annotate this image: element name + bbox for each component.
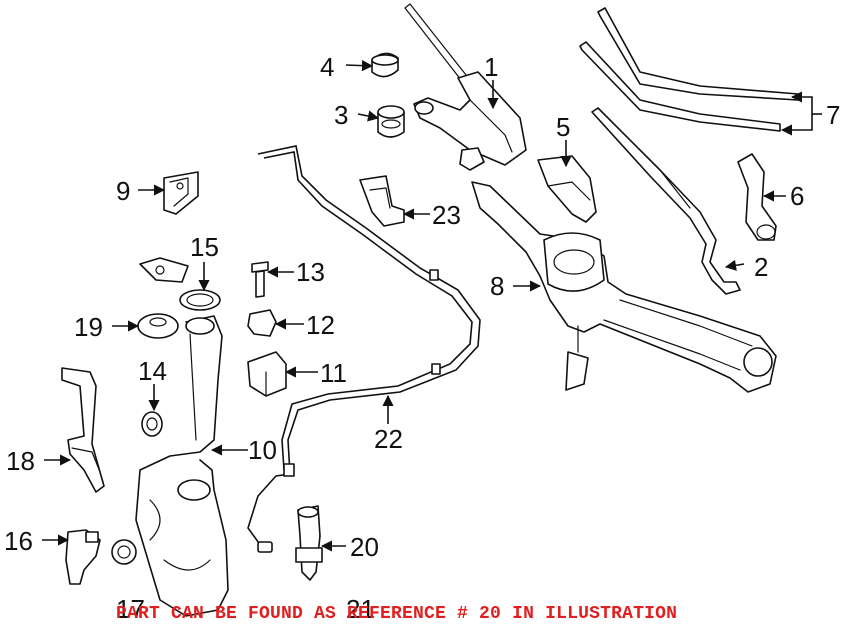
part-5-cover	[537, 155, 597, 223]
part-17-grommet	[111, 539, 137, 565]
callout-4: 4	[320, 52, 334, 82]
callout-17: 17	[116, 594, 145, 624]
callout-11: 11	[320, 358, 347, 388]
part-2-wiper-arm	[591, 107, 741, 295]
leader-lines	[42, 60, 822, 552]
part-3-nut	[377, 105, 405, 138]
part-6-cover	[737, 153, 777, 241]
part-1-wiper-arm	[404, 3, 527, 171]
part-8-wiper-motor-linkage	[471, 181, 777, 393]
callout-6: 6	[790, 181, 804, 211]
callout-5: 5	[556, 112, 570, 142]
callout-13: 13	[296, 257, 325, 287]
part-15-gasket	[139, 257, 221, 311]
callout-14: 14	[138, 356, 167, 386]
part-16-pump	[65, 529, 101, 585]
callout-3: 3	[334, 100, 348, 130]
callout-23: 23	[432, 200, 461, 230]
part-20-pump	[295, 505, 323, 581]
part-4-cap	[371, 52, 399, 78]
part-22-wire-harness	[247, 145, 481, 553]
callout-9: 9	[116, 176, 130, 206]
callout-18: 18	[6, 446, 35, 476]
part-9-bracket	[163, 171, 199, 215]
callout-8: 8	[490, 271, 504, 301]
part-12-clip	[247, 309, 277, 337]
callout-20: 20	[350, 532, 379, 562]
callout-19: 19	[74, 312, 103, 342]
part-23-bracket	[359, 175, 405, 227]
callout-2: 2	[754, 252, 768, 282]
part-11-bracket	[247, 351, 287, 397]
reference-notice: PART CAN BE FOUND AS REFERENCE # 20 IN I…	[116, 604, 677, 624]
callout-7: 7	[826, 100, 840, 130]
callout-16: 16	[4, 526, 33, 556]
callout-10: 10	[248, 435, 277, 465]
callout-21: 21	[346, 594, 375, 624]
callout-22: 22	[374, 424, 403, 454]
part-7-wiper-blades	[579, 7, 799, 132]
part-18-bracket	[61, 367, 105, 493]
part-19-cap	[137, 313, 179, 339]
callout-1: 1	[484, 52, 498, 82]
callout-labels: 1 2 3 4 5 6 7 8 9 10 11 12 13 14 15 16 1…	[4, 52, 840, 624]
callout-12: 12	[306, 310, 335, 340]
part-14-o-ring	[141, 411, 163, 437]
part-10-reservoir	[135, 315, 229, 617]
part-13-bolt	[251, 261, 269, 298]
callout-15: 15	[190, 232, 219, 262]
